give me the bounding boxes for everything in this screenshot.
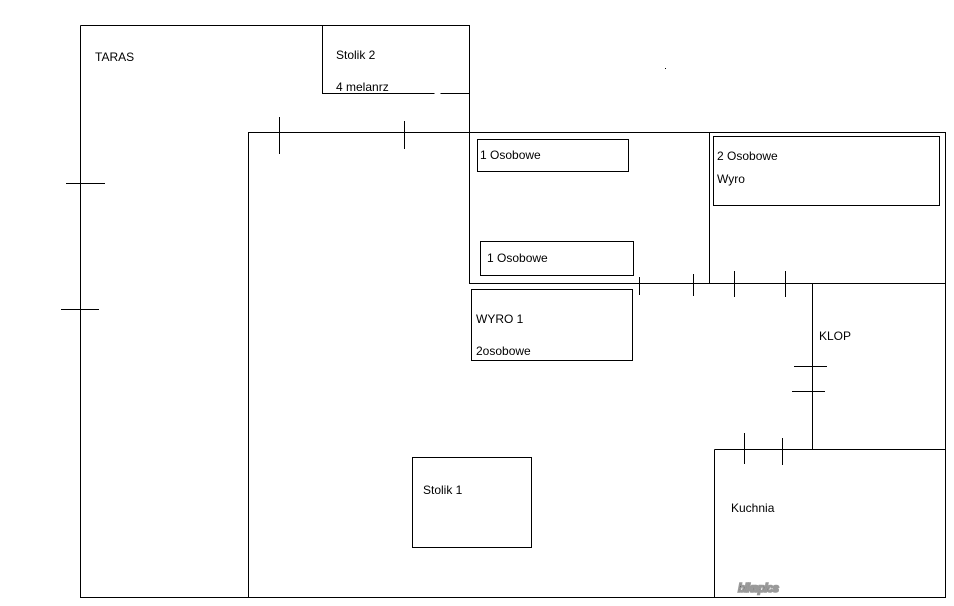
bed-2-osobowe [713,136,940,206]
label-wyro1-note: 2osobowe [476,344,531,358]
label-klop: KLOP [819,329,851,343]
walls [80,25,946,598]
label-stolik2-title: Stolik 2 [336,48,376,62]
label-1-osobowe-b: 1 Osobowe [487,251,548,265]
bedroom-wall [469,132,946,284]
dot-mark [665,68,666,69]
bikepics-watermark: bikepics [738,581,779,595]
furniture [412,136,940,548]
label-stolik1: Stolik 1 [423,483,463,497]
kuchnia-wall [714,449,813,598]
label-1-osobowe-a: 1 Osobowe [480,148,541,162]
klop-wall [812,283,946,450]
label-stolik2-note: 4 melanrz [336,80,389,94]
door-marks [61,117,827,465]
label-kuchnia: Kuchnia [731,501,775,515]
table-stolik-1 [412,457,532,548]
bed-1-osobowe-b [480,241,634,276]
main-room-wall [248,132,946,598]
label-wyro1-title: WYRO 1 [476,312,524,326]
bed-wyro-1 [471,289,633,361]
bed-1-osobowe-a [477,139,629,172]
label-2-osobowe-note: Wyro [717,172,745,186]
taras-wall [80,25,470,598]
room-labels: TARAS Stolik 2 4 melanrz 1 Osobowe 1 Oso… [95,48,851,515]
label-taras: TARAS [95,50,134,64]
label-2-osobowe-title: 2 Osobowe [717,149,778,163]
stolik2-box [322,25,470,94]
